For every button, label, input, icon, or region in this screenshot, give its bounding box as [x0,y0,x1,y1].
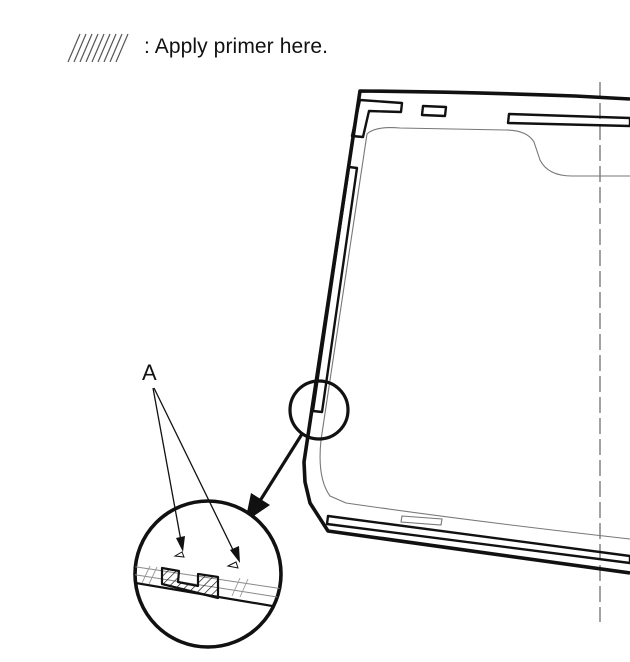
detail-circle [133,499,283,649]
callout-a-label: A [142,360,157,385]
detail-contents [135,551,281,611]
primer-strip-bottom [325,514,630,565]
windshield-outline [302,89,630,575]
legend: : Apply primer here. [66,30,328,64]
primer-strip-corner [350,98,404,139]
zoom-marker-circle [288,379,350,441]
leader-arrow-left [176,536,185,552]
primer-strip-top-small [420,104,448,118]
legend-text: : Apply primer here. [144,35,329,58]
bottom-tab [400,515,443,526]
leader-arrow-right [230,546,240,563]
leader-line-right [153,387,237,557]
zoom-arrow-line [256,433,304,505]
leader-line-left [152,387,182,542]
primer-strip-left [311,165,359,414]
primer-strip-top-long [506,112,630,128]
glass-inner-edge [319,127,630,540]
hatch-swatch-icon [67,33,129,62]
